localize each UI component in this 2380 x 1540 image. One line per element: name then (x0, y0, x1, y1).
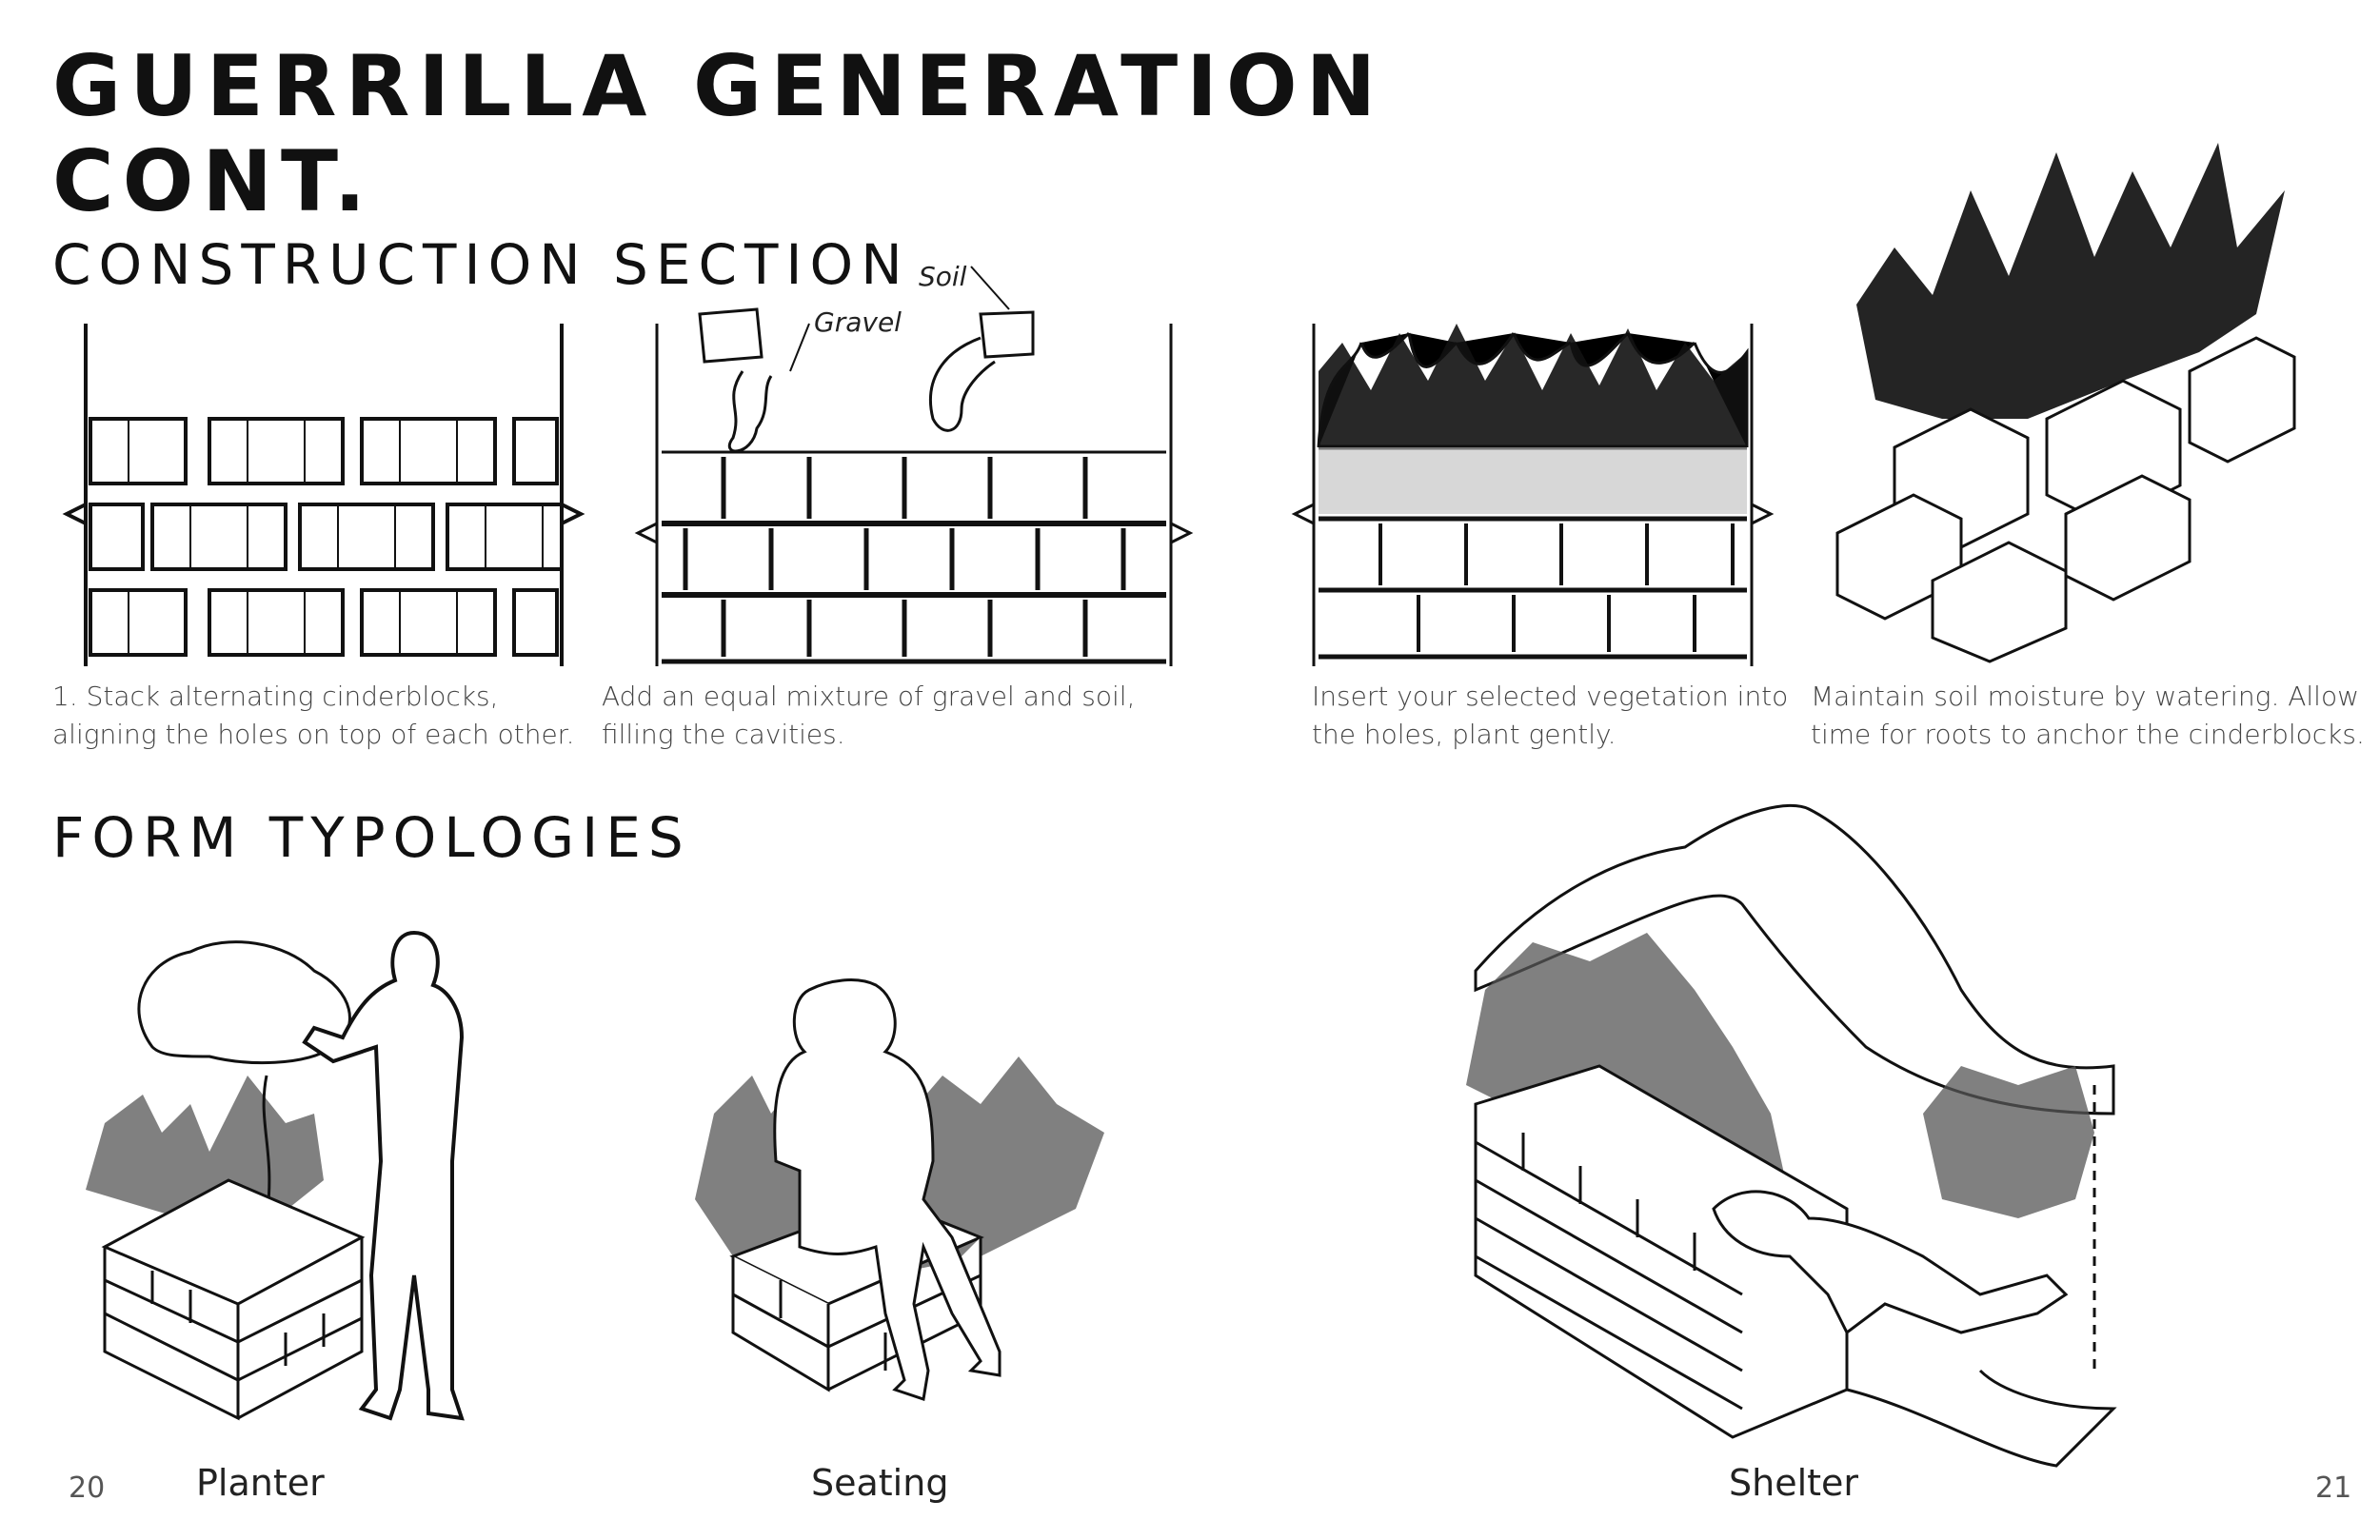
gravel-annotation: Gravel (814, 306, 902, 338)
page-number-right: 21 (2315, 1471, 2352, 1505)
step1-caption: 1. Stack alternating cinderblocks, align… (52, 678, 575, 754)
shelter-label: Shelter (1729, 1462, 1859, 1504)
step3-caption: Insert your selected vegetation into the… (1312, 678, 1788, 754)
step2-fill-drawing: Gravel Soil (634, 261, 1194, 666)
step4-isometric-drawing (1835, 143, 2296, 663)
step1-cinderblock-drawing (62, 324, 585, 666)
step3-vegetation-drawing (1291, 324, 1775, 666)
planter-label: Planter (196, 1462, 325, 1504)
soil-annotation: Soil (919, 261, 967, 292)
planter-illustration (86, 930, 465, 1421)
page-title-line1: GUERRILLA GENERATION (52, 37, 1385, 135)
step1-caption-line1: 1. Stack alternating cinderblocks, (52, 681, 499, 712)
step1-caption-line2: aligning the holes on top of each other. (52, 719, 575, 750)
step4-caption: Maintain soil moisture by watering. Allo… (1811, 678, 2365, 754)
step2-caption-line1: Add an equal mixture of gravel and soil, (602, 681, 1136, 712)
page-number-left: 20 (69, 1471, 106, 1505)
seating-label: Seating (811, 1462, 949, 1504)
page-title-line2: CONT. (52, 132, 375, 230)
step3-caption-line1: Insert your selected vegetation into (1312, 681, 1789, 712)
shelter-illustration (1466, 803, 2117, 1468)
step2-caption-line2: filling the cavities. (602, 719, 845, 750)
step2-caption: Add an equal mixture of gravel and soil,… (602, 678, 1135, 754)
step4-caption-line2: time for roots to anchor the cinderblock… (1811, 719, 2365, 750)
construction-section-heading: CONSTRUCTION SECTION (52, 232, 910, 297)
seating-illustration (695, 978, 1104, 1401)
step4-caption-line1: Maintain soil moisture by watering. Allo… (1811, 681, 2359, 712)
form-typologies-heading: FORM TYPOLOGIES (52, 805, 691, 870)
step3-caption-line2: the holes, plant gently. (1312, 719, 1616, 750)
